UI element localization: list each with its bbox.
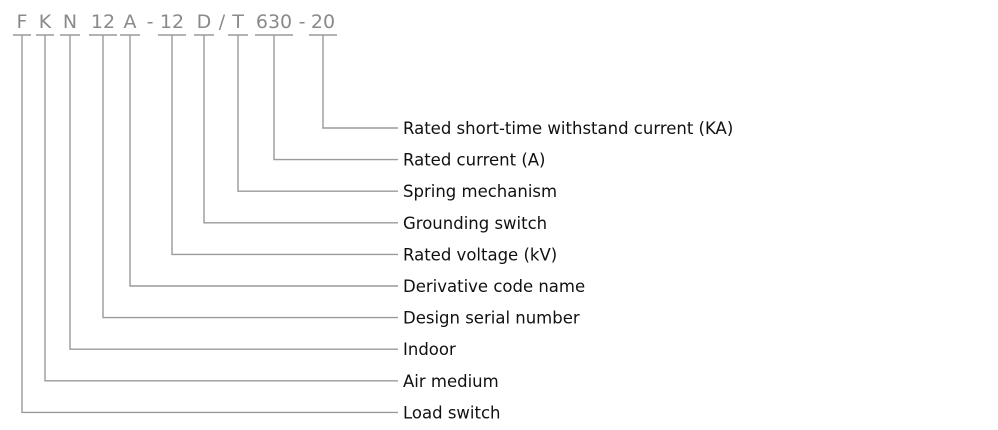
legend-label: Spring mechanism [403, 182, 557, 201]
leader-line [69, 35, 398, 350]
leader-line [171, 35, 398, 256]
legend-label: Indoor [403, 340, 456, 359]
code-segment: 20 [311, 11, 335, 33]
code-segment: 12 [91, 11, 115, 33]
leader-line [237, 35, 398, 192]
legend-label: Air medium [403, 372, 499, 391]
code-segment: - [147, 11, 154, 33]
code-segment: K [39, 11, 52, 33]
legend-label: Rated short-time withstand current (KA) [403, 119, 733, 138]
code-segment: 12 [160, 11, 184, 33]
legend-label: Design serial number [403, 309, 580, 328]
legend-label: Rated voltage (kV) [403, 245, 557, 264]
legend-label: Load switch [403, 403, 501, 422]
code-segment: T [231, 11, 244, 33]
code-segment: N [63, 11, 77, 33]
code-segment: / [219, 11, 226, 33]
legend-label: Grounding switch [403, 214, 547, 233]
code-segment: - [299, 11, 306, 33]
leader-line [273, 35, 398, 161]
leader-line [129, 35, 398, 287]
legend-label: Derivative code name [403, 277, 585, 296]
leader-line [203, 35, 398, 224]
leader-line [21, 35, 398, 414]
code-segment: D [197, 11, 212, 33]
code-segment: 630 [256, 11, 292, 33]
leader-line [322, 35, 398, 129]
code-segment: A [124, 11, 137, 33]
leader-line [44, 35, 398, 382]
code-segment: F [17, 11, 28, 33]
leader-line [102, 35, 398, 319]
legend-label: Rated current (A) [403, 151, 545, 170]
